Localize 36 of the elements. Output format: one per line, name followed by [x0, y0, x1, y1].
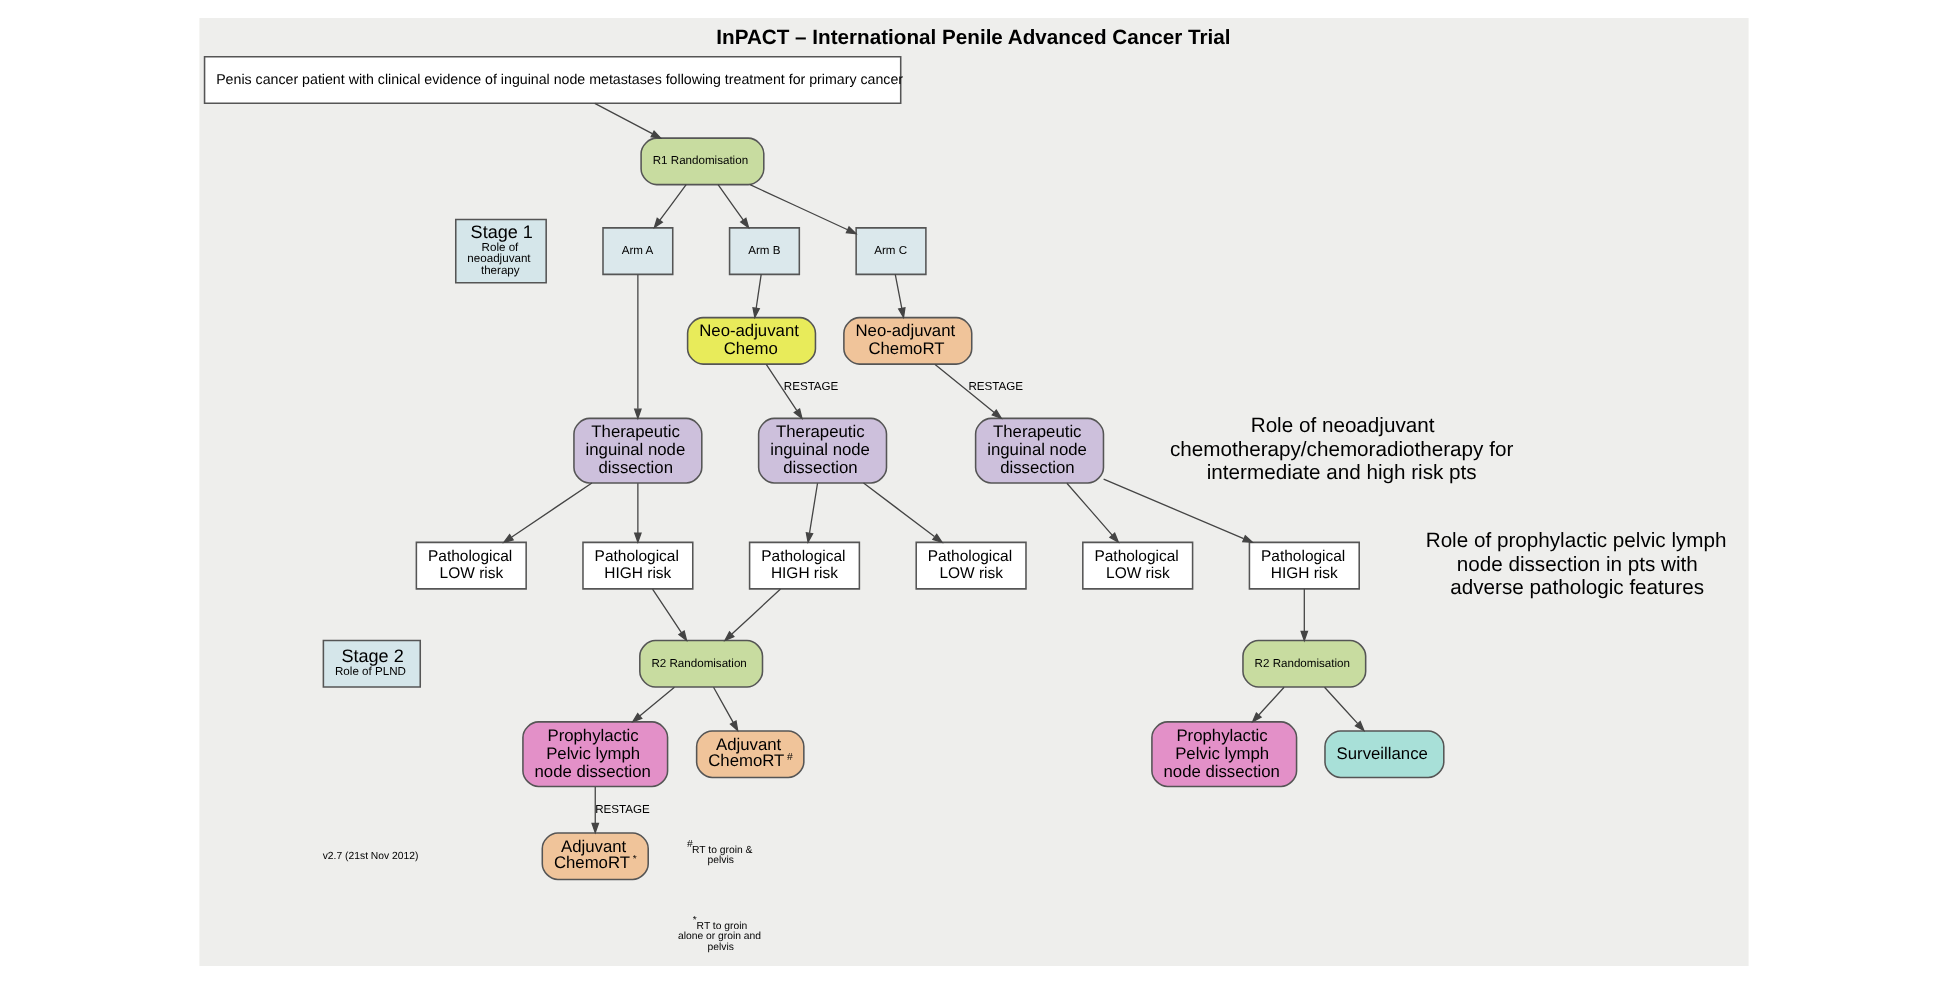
node-box: Surveillance	[1324, 729, 1445, 778]
arrow	[653, 183, 687, 229]
arrow	[633, 273, 642, 420]
node-box: Adjuvant ChemoRT$^{*}$	[541, 831, 649, 880]
arrow	[1323, 685, 1366, 731]
arrow	[717, 183, 750, 229]
arrow	[752, 272, 762, 319]
node-box: Prophylactic Pelvic lymph node dissection	[1151, 720, 1298, 787]
arrow	[633, 481, 642, 544]
arrow	[651, 587, 688, 642]
node-box: Therapeutic inguinal node dissection	[757, 416, 888, 483]
diagram-title: InPACT – International Penile Advanced Cancer Trial	[716, 26, 1231, 49]
arrow	[723, 587, 782, 641]
arrow	[1066, 481, 1120, 543]
label: Role of neoadjuvant chemotherapy/chemoradiotherapy for intermediate and high risk pts	[1169, 415, 1514, 484]
label: Role of prophylactic pelvic lymph node dissection in pts with adverse pathologic features	[1425, 530, 1727, 599]
arrow	[749, 183, 858, 234]
arrow	[1251, 685, 1285, 723]
node-box: Neo-adjuvant ChemoRT	[843, 315, 973, 364]
node-box: Adjuvant ChemoRT$^{#}$	[695, 729, 805, 778]
arrow	[934, 362, 1003, 419]
arrow	[594, 101, 663, 138]
arrow	[631, 685, 676, 723]
node-box: Therapeutic inguinal node dissection	[573, 416, 703, 483]
arrow	[765, 362, 803, 419]
arrow	[1103, 477, 1255, 543]
arrow	[1300, 587, 1309, 642]
node-box: Therapeutic inguinal node dissection	[974, 416, 1105, 483]
arrow	[591, 785, 600, 834]
arrow	[862, 481, 944, 543]
node-box: Prophylactic Pelvic lymph node dissection	[522, 720, 669, 787]
node-box: Neo-adjuvant Chemo	[686, 315, 817, 364]
arrow	[502, 481, 593, 543]
arrow	[712, 685, 739, 732]
arrow	[894, 272, 906, 319]
arrow	[805, 481, 819, 544]
